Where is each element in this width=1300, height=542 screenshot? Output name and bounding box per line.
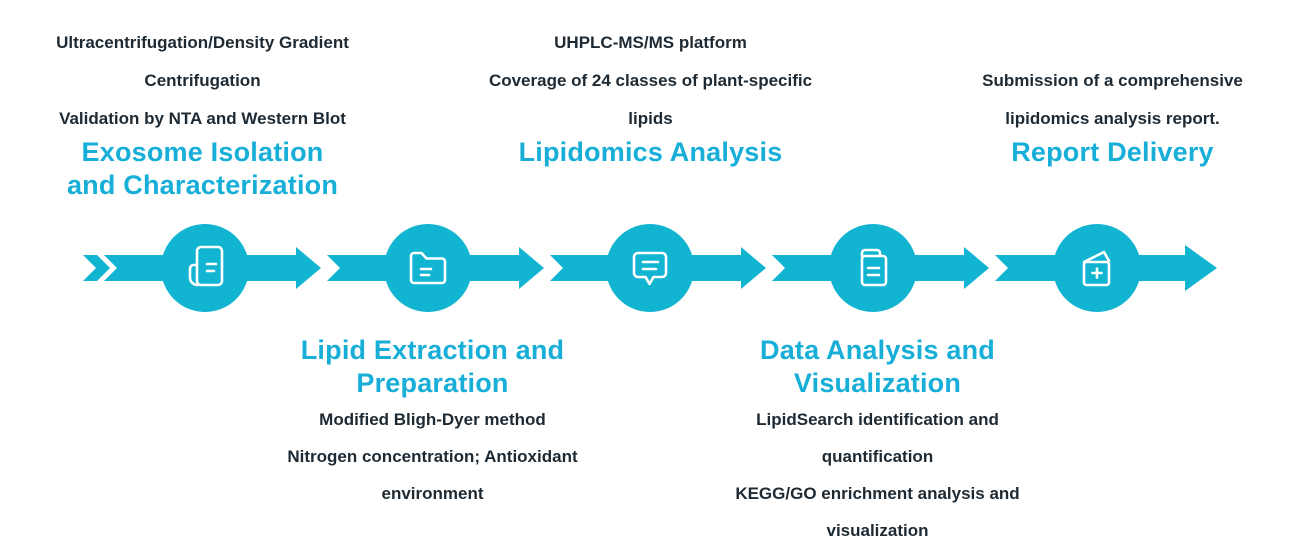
step-title-line: Exosome Isolation — [81, 137, 324, 167]
notebook-icon — [860, 248, 888, 287]
document-icon — [188, 245, 224, 287]
step-title-line: Visualization — [793, 368, 962, 398]
step-title: Lipidomics Analysis — [458, 136, 843, 169]
step-detail-line: KEGG/GO enrichment analysis and — [735, 484, 1020, 503]
step-title-line: Lipidomics Analysis — [518, 137, 783, 167]
flow-arrowhead — [741, 247, 766, 289]
flow-arrowhead — [296, 247, 321, 289]
step-detail-line: lipids — [628, 109, 673, 128]
step-detail-line: Validation by NTA and Western Blot — [59, 109, 346, 128]
step-detail-line: UHPLC-MS/MS platform — [554, 33, 747, 52]
step-text-lipidomics-analysis: UHPLC-MS/MS platform Coverage of 24 clas… — [458, 24, 843, 169]
step-text-exosome-isolation: Ultracentrifugation/Density Gradient Cen… — [10, 24, 395, 202]
flow-end-arrowhead — [1185, 245, 1217, 291]
step-title-line: Lipid Extraction and — [300, 335, 565, 365]
step-detail-line: quantification — [821, 447, 934, 466]
step-detail-line: lipidomics analysis report. — [1005, 109, 1220, 128]
flow-start-chevron — [83, 255, 110, 281]
step-title: Lipid Extraction and Preparation — [240, 334, 625, 400]
chat-bubble-icon — [632, 251, 668, 286]
step-text-data-analysis: Data Analysis and Visualization LipidSea… — [685, 334, 1070, 542]
step-detail-line: environment — [381, 484, 484, 503]
step-title-line: and Characterization — [66, 170, 339, 200]
step-detail-line: Submission of a comprehensive — [982, 71, 1243, 90]
step-title: Data Analysis and Visualization — [685, 334, 1070, 400]
card-plus-icon — [1082, 250, 1111, 287]
step-detail-line: Modified Bligh-Dyer method — [319, 410, 546, 429]
step-text-report-delivery: Submission of a comprehensive lipidomics… — [920, 62, 1300, 169]
step-title-line: Preparation — [356, 368, 509, 398]
step-detail-line: Centrifugation — [144, 71, 261, 90]
step-detail-line: Nitrogen concentration; Antioxidant — [287, 447, 578, 466]
step-text-lipid-extraction: Lipid Extraction and Preparation Modifie… — [240, 334, 625, 512]
step-detail-line: LipidSearch identification and — [756, 410, 999, 429]
step-title-line: Data Analysis and — [760, 335, 995, 365]
flow-arrowhead — [519, 247, 544, 289]
step-detail-line: visualization — [826, 521, 929, 540]
step-title: Report Delivery — [920, 136, 1300, 169]
step-detail-line: Ultracentrifugation/Density Gradient — [56, 33, 349, 52]
step-detail-line: Coverage of 24 classes of plant-specific — [488, 71, 813, 90]
step-title: Exosome Isolation and Characterization — [10, 136, 395, 202]
flow-arrowhead — [964, 247, 989, 289]
step-title-line: Report Delivery — [1011, 137, 1214, 167]
folder-icon — [409, 251, 447, 285]
step-circle-1 — [161, 224, 249, 312]
